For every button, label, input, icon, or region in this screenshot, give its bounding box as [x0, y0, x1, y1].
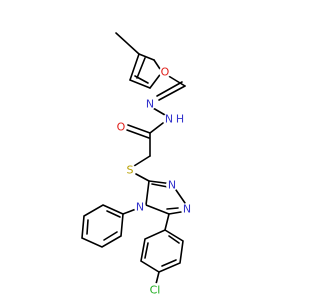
bond-n-phenyl: [122, 208, 137, 215]
svg-text:H: H: [176, 113, 184, 126]
bond-aryl-cl: [155, 271, 160, 285]
atom-n-triazole-right: N: [181, 203, 193, 216]
atom-o-furan: O: [159, 66, 171, 79]
svg-text:N: N: [136, 201, 144, 214]
bond-triazole-aryl: [164, 213, 170, 231]
bond-co-double-a: [127, 124, 151, 134]
molecule-structure: O N N H O S N N N Cl: [81, 32, 193, 297]
svg-text:O: O: [117, 121, 126, 134]
svg-text:S: S: [127, 164, 134, 177]
svg-text:N: N: [146, 98, 154, 111]
bond-ch-n-double-b: [156, 81, 183, 97]
bond-s-triazole: [135, 173, 150, 182]
svg-text:N: N: [168, 179, 176, 192]
bond-methyl: [115, 32, 140, 55]
atom-n-triazole-top: N: [166, 179, 178, 192]
bond-n-n: [152, 107, 166, 116]
atom-n-imine: N: [144, 98, 156, 111]
bond-nh-carbonyl: [149, 122, 164, 134]
atom-n-hydrazide: N H: [163, 113, 184, 126]
chlorophenyl-ring: [140, 229, 184, 273]
atom-o-carbonyl: O: [115, 121, 127, 134]
furan-ring: [129, 53, 163, 89]
triazole-ring: [145, 180, 186, 215]
svg-text:N: N: [183, 203, 191, 216]
phenyl-ring: [81, 204, 124, 248]
atom-cl: Cl: [148, 283, 162, 297]
atom-n-triazole-left: N: [134, 201, 146, 214]
bond-ch2-s: [133, 155, 151, 167]
svg-text:Cl: Cl: [150, 284, 161, 297]
atom-s-thioether: S: [124, 164, 136, 177]
svg-text:O: O: [161, 66, 170, 79]
bond-co-double-b: [126, 129, 150, 139]
bond-ch-n-double-a: [158, 85, 186, 101]
svg-text:N: N: [165, 113, 173, 126]
